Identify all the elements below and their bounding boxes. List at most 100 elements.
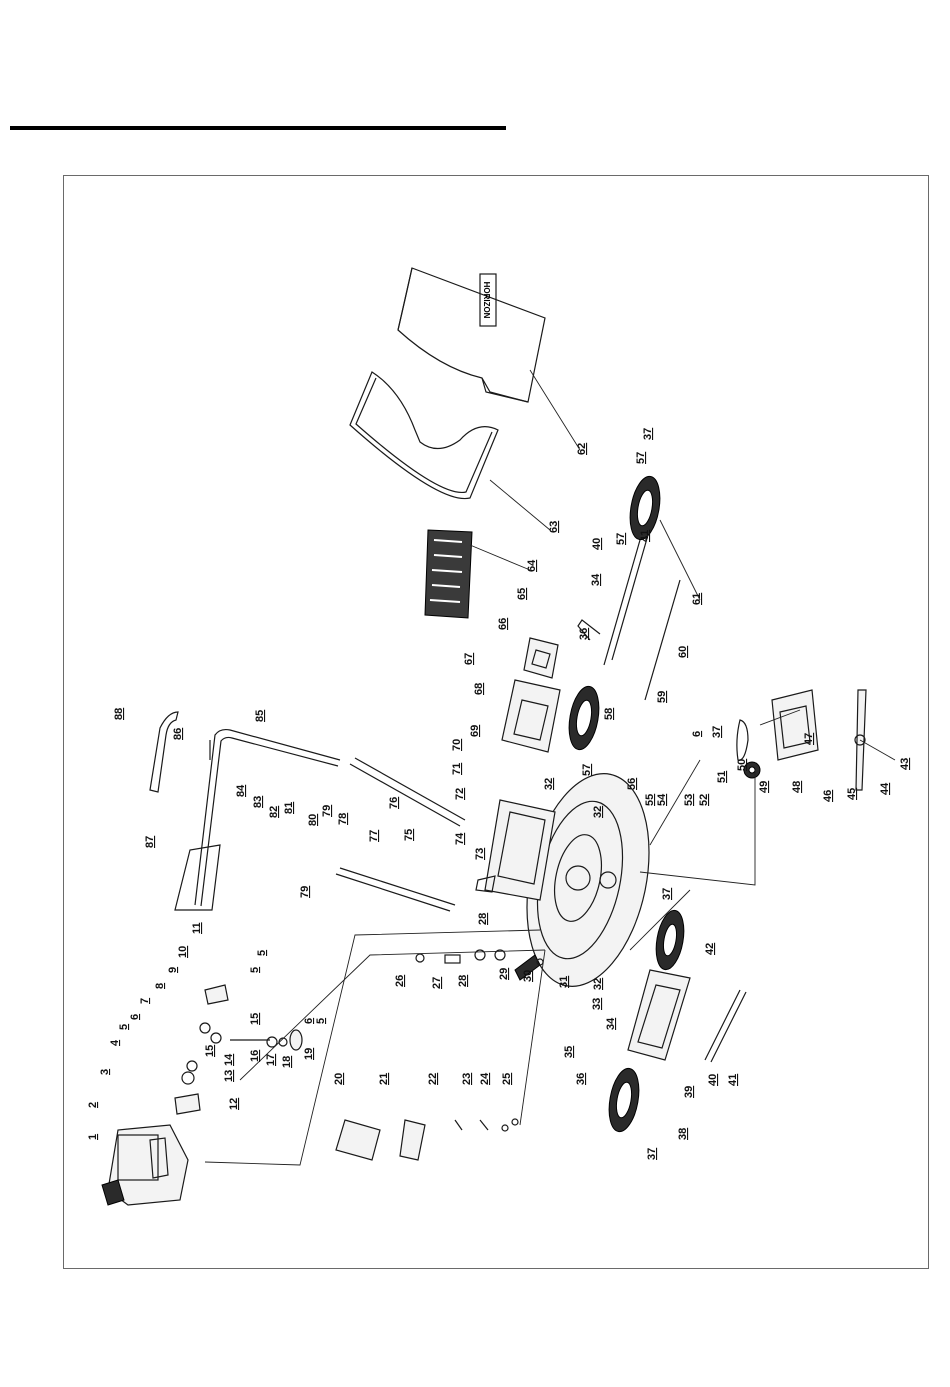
part-label-l5d: 5 — [315, 1018, 327, 1024]
rear-axle — [577, 534, 681, 701]
part-label-l24: 24 — [479, 1072, 491, 1085]
header-rule — [10, 126, 506, 130]
part-label-l42: 42 — [704, 943, 716, 955]
part-label-l54: 54 — [656, 793, 668, 806]
part-label-l43: 43 — [899, 758, 911, 770]
part-label-l40b: 40 — [591, 538, 603, 550]
part-label-l85: 85 — [254, 710, 266, 722]
part-label-l70: 70 — [451, 739, 463, 751]
part-label-l59: 59 — [656, 691, 668, 703]
part-label-l10: 10 — [177, 946, 189, 958]
part-label-l57b: 57 — [615, 533, 627, 545]
part-label-l34a: 34 — [605, 1017, 617, 1030]
part-label-l32a: 32 — [543, 778, 555, 790]
mower-deck — [526, 773, 650, 987]
part-label-l74: 74 — [454, 832, 466, 845]
part-label-l88: 88 — [113, 708, 125, 720]
blade — [854, 689, 867, 791]
leader-lines — [204, 369, 896, 1166]
part-label-l83: 83 — [252, 796, 264, 808]
part-label-l79a: 79 — [321, 805, 333, 817]
part-label-l7: 7 — [139, 998, 151, 1004]
part-label-l77: 77 — [368, 830, 380, 842]
part-label-l12: 12 — [228, 1098, 240, 1110]
part-label-l3: 3 — [99, 1069, 111, 1075]
part-label-l6b: 6 — [303, 1018, 315, 1024]
wheel-42 — [655, 909, 685, 971]
part-label-l34b: 34 — [590, 573, 602, 586]
part-label-l18: 18 — [281, 1056, 293, 1068]
part-label-l37b: 37 — [661, 888, 673, 900]
part-label-l4: 4 — [109, 1039, 121, 1046]
part-label-l75: 75 — [403, 829, 415, 841]
part-label-l60: 60 — [677, 646, 689, 658]
part-label-l82: 82 — [268, 806, 280, 818]
rear-housing — [475, 799, 556, 901]
part-label-l78: 78 — [337, 813, 349, 825]
part-label-l1: 1 — [87, 1134, 99, 1140]
mulch-plug — [424, 529, 473, 619]
engine-small-parts — [174, 984, 303, 1115]
brand-mark: HORIZON — [482, 282, 491, 319]
chute-parts — [335, 949, 544, 1161]
part-label-l45: 45 — [846, 788, 858, 800]
part-label-l37a: 37 — [646, 1148, 658, 1160]
gearbox-cover — [771, 689, 819, 761]
part-label-l69: 69 — [469, 725, 481, 737]
part-label-l28b: 28 — [477, 913, 489, 925]
part-label-l46: 46 — [822, 790, 834, 802]
part-label-l66: 66 — [497, 618, 509, 630]
part-label-l5b: 5 — [256, 950, 268, 956]
part-label-l48: 48 — [791, 781, 803, 793]
part-label-l73: 73 — [474, 848, 486, 860]
part-label-l20: 20 — [333, 1073, 345, 1085]
part-label-l57a: 57 — [581, 764, 593, 776]
part-label-l2: 2 — [87, 1102, 99, 1108]
part-label-l15a: 15 — [249, 1013, 261, 1025]
part-label-l58: 58 — [603, 708, 615, 720]
brand-plate — [479, 273, 497, 327]
part-label-l44: 44 — [879, 782, 891, 795]
part-label-l22: 22 — [427, 1073, 439, 1085]
part-label-l62: 62 — [576, 443, 588, 455]
part-label-l23: 23 — [461, 1073, 473, 1085]
part-label-l61: 61 — [691, 593, 703, 605]
part-label-l63: 63 — [548, 521, 560, 533]
part-label-l5a: 5 — [118, 1024, 130, 1030]
part-label-l50: 50 — [736, 759, 748, 771]
part-label-l79b: 79 — [299, 886, 311, 898]
part-label-l6c: 6 — [691, 731, 703, 737]
part-label-l56: 56 — [626, 778, 638, 790]
part-label-l36b: 36 — [578, 628, 590, 640]
part-label-l19: 19 — [303, 1048, 315, 1060]
part-label-l32c: 32 — [592, 978, 604, 990]
wheel-61 — [629, 475, 661, 541]
part-label-l38: 38 — [677, 1128, 689, 1140]
handle-grip — [149, 711, 179, 793]
part-label-l25: 25 — [501, 1073, 513, 1085]
part-label-l32b: 32 — [592, 806, 604, 818]
wheel-38 — [608, 1067, 640, 1133]
part-label-l52: 52 — [698, 794, 710, 806]
grass-bag: HORIZON — [397, 267, 546, 403]
engine — [101, 1124, 189, 1206]
drive-belt — [736, 719, 749, 761]
rear-flap — [523, 637, 559, 679]
front-axle — [704, 989, 741, 1061]
part-label-l13: 13 — [223, 1070, 235, 1082]
part-label-l28a: 28 — [457, 975, 469, 987]
part-label-l37c: 37 — [711, 726, 723, 738]
lower-handle — [335, 757, 466, 912]
part-label-l8: 8 — [154, 983, 166, 989]
part-label-l68: 68 — [473, 683, 485, 695]
rear-door — [501, 679, 561, 753]
upper-handle — [194, 728, 341, 907]
part-label-l53: 53 — [683, 794, 695, 806]
part-label-l72: 72 — [454, 788, 466, 800]
part-label-l49: 49 — [758, 781, 770, 793]
bag-frame — [349, 371, 499, 500]
part-label-l64: 64 — [526, 559, 538, 572]
wheel-58 — [568, 685, 600, 751]
